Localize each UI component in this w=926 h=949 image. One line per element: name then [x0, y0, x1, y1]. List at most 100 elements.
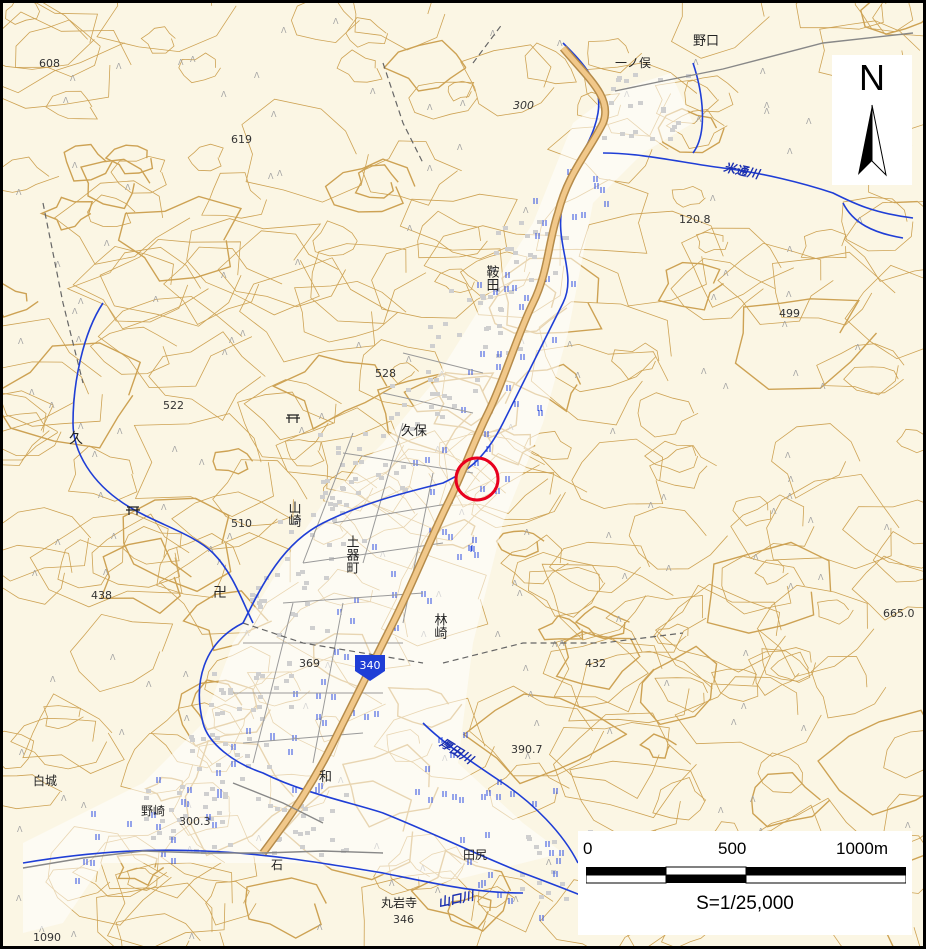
vegetation-mark: Λ — [72, 161, 78, 170]
building-mark — [235, 753, 240, 757]
field-lanes — [233, 352, 484, 764]
vegetation-mark: Λ — [808, 516, 814, 525]
building-mark — [217, 811, 222, 815]
building-mark — [415, 422, 420, 426]
building-mark — [259, 599, 264, 603]
vegetation-mark: Λ — [295, 258, 301, 267]
vegetation-mark: Λ — [333, 17, 339, 26]
vegetation-mark: Λ — [76, 335, 82, 344]
vegetation-mark: Λ — [820, 382, 826, 391]
building-mark — [537, 881, 542, 885]
vegetation-mark: Λ — [427, 164, 433, 173]
vegetation-mark: Λ — [782, 320, 788, 329]
building-mark — [223, 795, 228, 799]
label-kuda: 鞍田 — [484, 264, 500, 291]
building-mark — [401, 465, 406, 469]
contour-line — [711, 668, 759, 702]
paddy-mark — [496, 794, 501, 800]
elev-522: 522 — [163, 399, 184, 412]
vegetation-mark: Λ — [217, 558, 223, 567]
vegetation-mark: Λ — [19, 748, 25, 757]
contour-line — [772, 251, 896, 326]
contour-line — [171, 491, 292, 550]
contour-line — [756, 584, 875, 678]
building-mark — [289, 674, 294, 678]
vegetation-mark: Λ — [29, 388, 35, 397]
paddy-mark — [553, 871, 558, 877]
building-mark — [333, 503, 338, 507]
building-mark — [457, 333, 462, 337]
contour-line — [754, 559, 789, 585]
paddy-mark — [470, 546, 475, 552]
building-mark — [228, 688, 233, 692]
building-mark — [223, 792, 228, 796]
elev-499: 499 — [779, 307, 800, 320]
building-mark — [449, 289, 454, 293]
building-mark — [262, 599, 267, 603]
vegetation-mark: Λ — [125, 183, 131, 192]
contour-line — [611, 342, 660, 380]
paddy-mark — [292, 735, 297, 741]
paddy-mark — [512, 285, 517, 291]
building-mark — [404, 428, 409, 432]
building-mark — [344, 793, 349, 797]
building-mark — [602, 136, 607, 140]
vegetation-mark: Λ — [723, 382, 729, 391]
building-mark — [340, 486, 345, 490]
building-mark — [363, 432, 368, 436]
building-mark — [357, 447, 362, 451]
building-mark — [624, 79, 629, 83]
contour-line — [511, 551, 606, 618]
building-mark — [344, 848, 349, 852]
building-mark — [519, 221, 524, 225]
paddy-mark — [480, 486, 485, 492]
building-mark — [298, 832, 303, 836]
paddy-mark — [156, 777, 161, 783]
building-mark — [299, 804, 304, 808]
contour-line — [354, 164, 399, 199]
contour-line — [3, 3, 125, 94]
label-hayashizaki: 林崎 — [432, 613, 448, 639]
vegetation-mark: Λ — [178, 58, 184, 67]
paddy-mark — [463, 732, 468, 738]
vegetation-mark: Λ — [523, 206, 529, 215]
vegetation-mark: Λ — [557, 39, 563, 48]
building-mark — [330, 496, 335, 500]
contour-line — [45, 90, 99, 120]
paddy-mark — [520, 354, 525, 360]
vegetation-mark: Λ — [49, 401, 55, 410]
contour-line — [800, 228, 847, 260]
map-canvas: ΛΛΛΛΛΛΛΛΛΛΛΛΛΛΛΛΛΛΛΛΛΛΛΛΛΛΛΛΛΛΛΛΛΛΛΛΛΛΛΛ… — [3, 3, 923, 946]
building-mark — [320, 495, 325, 499]
building-mark — [325, 479, 330, 483]
elev-369: 369 — [299, 657, 320, 670]
building-mark — [429, 405, 434, 409]
paddy-mark — [181, 799, 186, 805]
contour-line — [730, 494, 815, 559]
building-mark — [545, 232, 550, 236]
contour-line — [605, 595, 707, 653]
building-mark — [620, 132, 625, 136]
dashed-trails — [42, 22, 684, 664]
secondary-roads — [22, 32, 914, 869]
building-mark — [537, 220, 542, 224]
contour-line — [122, 497, 232, 593]
vegetation-mark: Λ — [787, 245, 793, 254]
paddy-mark — [171, 837, 176, 843]
contour-line — [96, 882, 225, 946]
vegetation-mark: Λ — [70, 74, 76, 83]
building-mark — [303, 807, 308, 811]
paddy-mark — [524, 295, 529, 301]
contour-line — [244, 877, 327, 939]
paddy-mark — [427, 598, 432, 604]
contour-line — [542, 637, 649, 708]
contour-line — [548, 541, 650, 594]
paddy-mark — [316, 693, 321, 699]
paddy-mark — [581, 212, 586, 218]
building-mark — [201, 850, 206, 854]
vegetation-mark: Λ — [78, 297, 84, 306]
building-mark — [560, 236, 565, 240]
building-mark — [256, 586, 261, 590]
building-mark — [609, 101, 614, 105]
vegetation-mark: Λ — [648, 501, 654, 510]
